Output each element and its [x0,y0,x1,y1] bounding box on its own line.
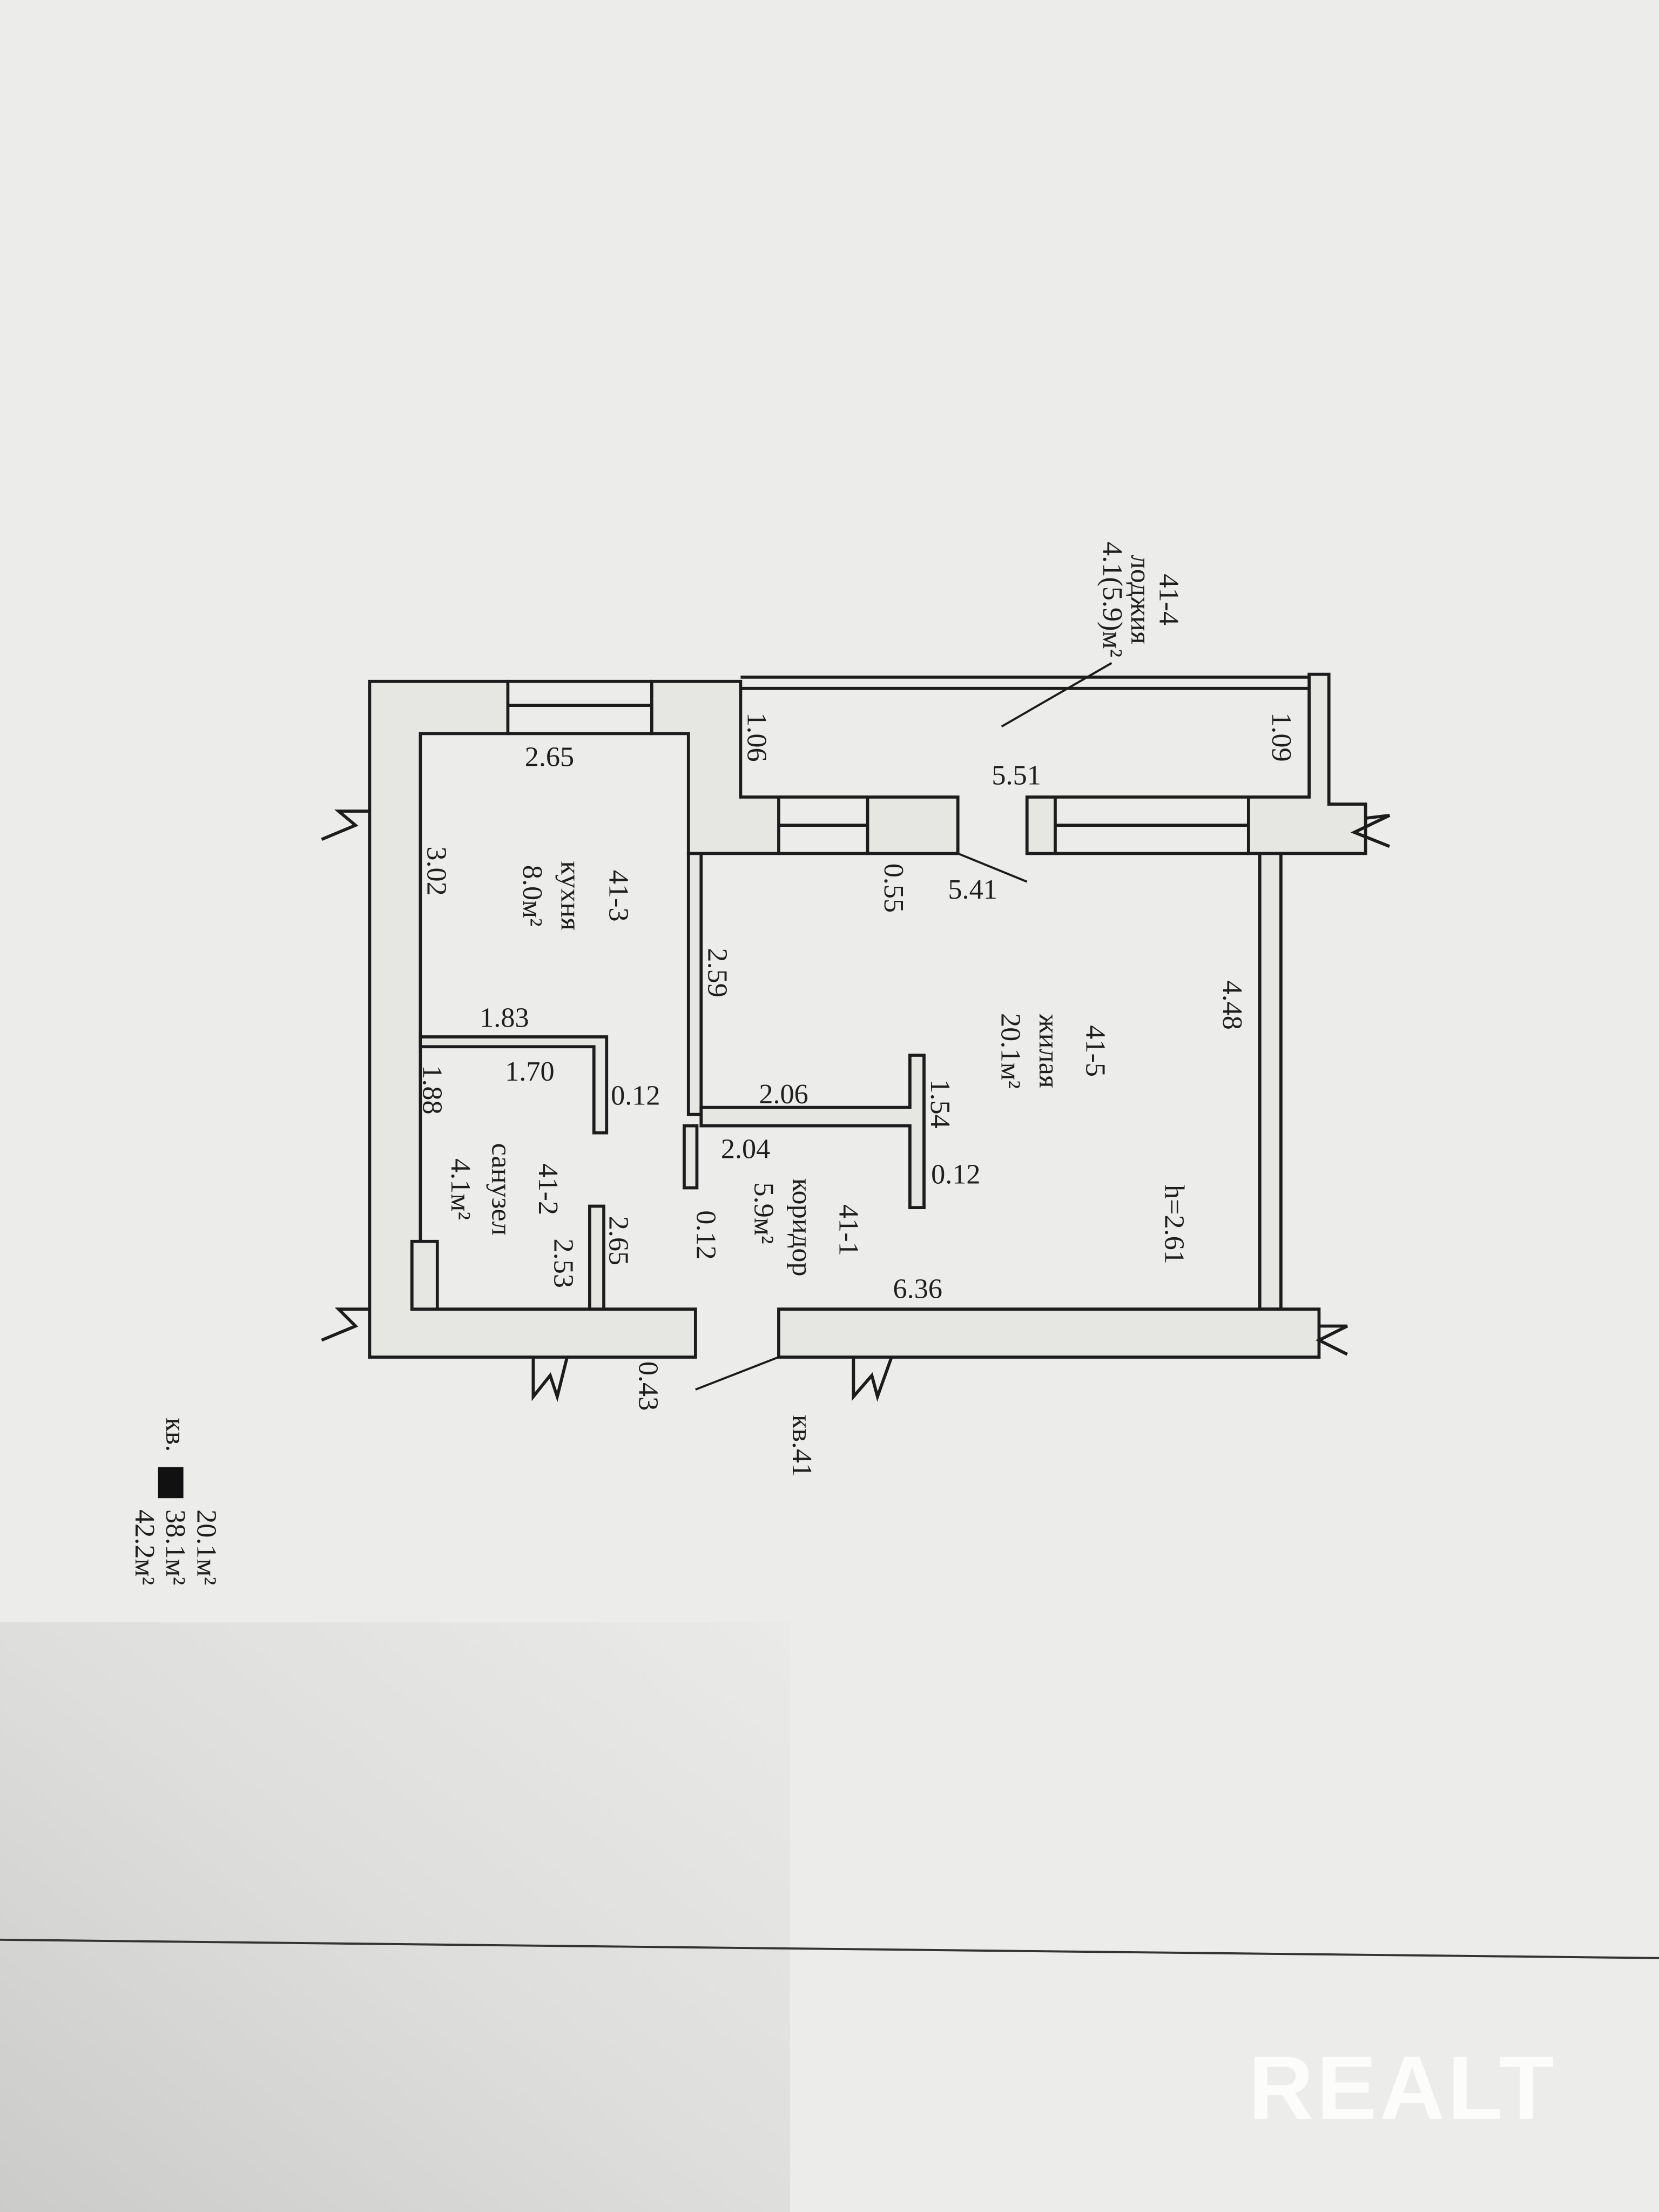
loggia-leader [1001,662,1112,728]
summary-total-area: 38.1м² [160,1509,191,1585]
room-id: 41-5 [1080,1025,1111,1077]
dimensions: 2.65 5.51 5.41 1.83 1.70 0.12 2.06 2.04 … [417,712,1298,1411]
dim-entrance-wall: 0.43 [632,1361,664,1411]
balcony-door-window [778,795,868,855]
bottom-exterior-wall [777,1307,1321,1359]
room-id: 41-1 [833,1204,864,1256]
dim-corridor-top: 2.06 [759,1078,808,1110]
dim-corridor-wall: 2.59 [702,948,733,997]
room-bathroom-label: 41-2 санузел 4.1м² [445,1143,564,1236]
dim-loggia-left: 1.06 [741,712,772,761]
pier-small [1025,795,1057,855]
wall-break-marks [321,810,1391,1402]
room-name: кухня [555,861,586,930]
corridor-top-partition [699,1054,926,1209]
realt-watermark-logo: REALT [1249,2038,1557,2139]
dim-corridor-inner: 2.04 [721,1134,770,1165]
dim-corridor-side: 1.54 [925,1079,956,1128]
room-area: 20.1м² [995,1013,1027,1089]
loggia-right-wall [1246,672,1367,855]
room-id: 41-2 [532,1163,564,1215]
room-area: 4.1(5.9)м² [1097,542,1128,657]
living-window [1055,795,1249,855]
dim-wall-window: 0.55 [878,864,909,913]
kitchen-window [508,679,652,736]
dim-living-side: 4.48 [1217,981,1248,1030]
bath-vent-shaft [410,1239,439,1311]
summary-total-with-loggia: 42.2м² [129,1509,160,1585]
room-area: 4.1м² [445,1158,476,1220]
apartment-label: кв.41 [786,1415,818,1477]
room-area: 8.0м² [517,865,548,927]
dim-partition-c: 0.12 [690,1210,721,1259]
room-name: лоджия [1125,555,1156,644]
room-name: коридор [786,1178,818,1277]
room-loggia-label: 41-4 лоджия 4.1(5.9)м² [1097,542,1184,657]
room-name: санузел [486,1143,517,1236]
corridor-partition-lower [683,1124,699,1190]
ceiling-height: h=2.61 [1159,1185,1190,1264]
dim-bath-len-b: 2.53 [548,1239,579,1288]
room-name: жилая [1033,1013,1064,1088]
dim-living-bottom: 6.36 [893,1273,942,1304]
walls [321,672,1391,1402]
dim-loggia-length: 5.51 [992,759,1041,791]
dim-bath-side: 1.88 [417,1065,448,1114]
summary-prefix: кв. [160,1418,191,1452]
bath-top-partition [419,1035,609,1135]
dim-kitchen-side: 3.02 [421,846,453,895]
room-living-label: 41-5 жилая 20.1м² [995,1013,1111,1089]
redaction-mark [158,1467,184,1499]
shadow [0,1622,790,2212]
dim-541-leader [957,852,1028,883]
entrance-leader [695,1356,779,1391]
room-kitchen-label: 41-3 кухня 8.0м² [517,861,634,930]
dim-bath-top-inner: 1.70 [505,1056,554,1087]
dim-partition-b: 0.12 [931,1159,980,1190]
dim-partition-a: 0.12 [611,1080,660,1111]
page-edge-line [0,1938,1659,1959]
room-corridor-label: 41-1 коридор 5.9м² [748,1178,865,1277]
dim-loggia-right: 1.09 [1266,712,1297,761]
dim-kitchen-top: 2.65 [525,741,574,772]
loggia-rail [740,676,1310,690]
summary-living-area: 20.1м² [191,1509,222,1585]
room-area: 5.9м² [748,1183,780,1244]
dim-bath-top-outer: 1.83 [480,1002,529,1034]
dim-living-top: 5.41 [948,874,997,905]
pier-block [866,795,960,855]
corridor-partition [686,852,703,1116]
bath-right-partition [588,1204,605,1311]
living-right-wall [1258,852,1283,1311]
dim-bath-len-a: 2.65 [603,1216,634,1265]
room-id: 41-4 [1153,574,1184,625]
room-id: 41-3 [603,870,634,922]
area-summary: кв. 20.1м² 38.1м² 42.2м² [129,1418,222,1585]
